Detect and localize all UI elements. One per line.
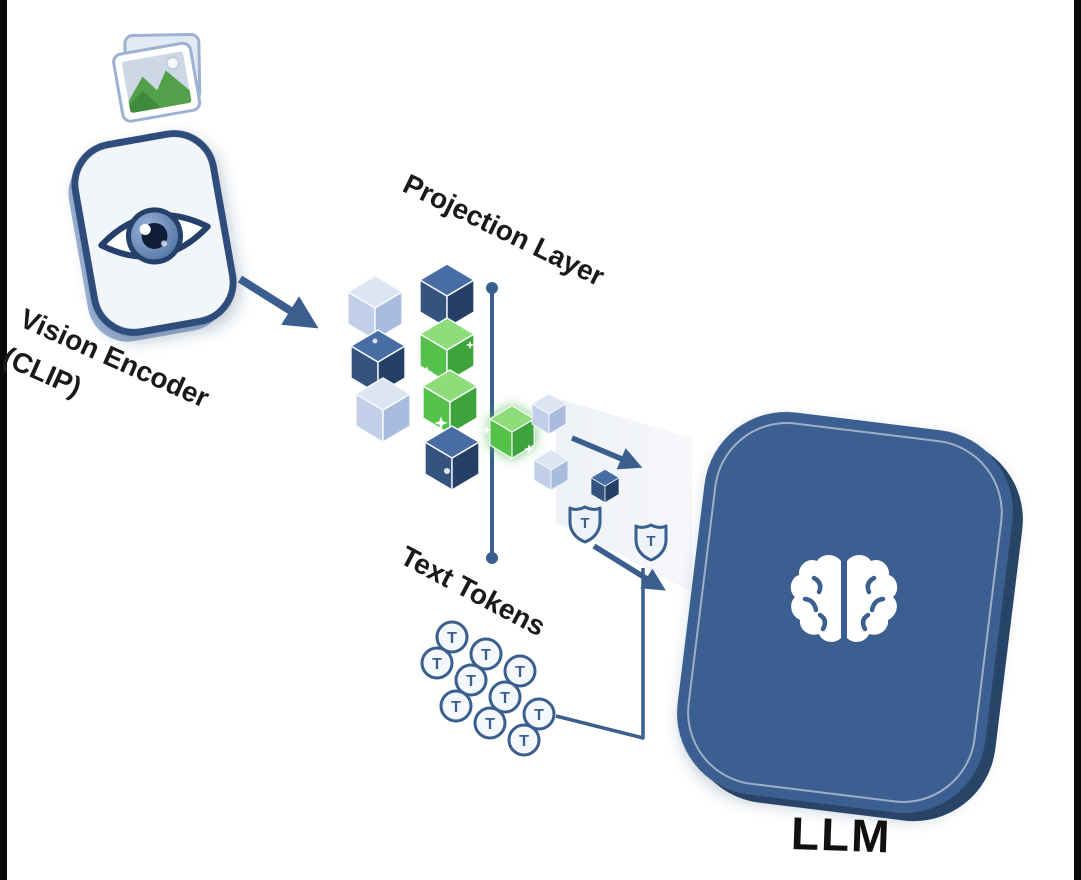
- embedding-cube: [347, 275, 403, 341]
- llm-label: LLM: [790, 806, 893, 863]
- llm-box-face: [677, 411, 1013, 814]
- svg-text:T: T: [485, 716, 495, 733]
- text-token-cluster: T T T T T T T T T T: [420, 620, 556, 757]
- text-token: T: [454, 663, 488, 697]
- photo-sun: [165, 56, 180, 71]
- svg-text:T: T: [534, 707, 544, 724]
- token-letter: T: [646, 533, 655, 550]
- llm-box: [677, 411, 1023, 822]
- token-shield: T: [634, 523, 668, 562]
- projection-to-llm-arrow: [570, 435, 643, 470]
- embedding-cube: [422, 369, 478, 435]
- embedding-cube: [355, 377, 411, 443]
- vision-encoder-box: [68, 130, 237, 342]
- svg-text:T: T: [466, 673, 476, 690]
- left-edge-bar: [0, 0, 7, 880]
- text-token: T: [522, 697, 556, 731]
- eye-icon: [98, 207, 211, 265]
- text-token: T: [473, 706, 507, 740]
- svg-text:T: T: [500, 690, 510, 707]
- token-shield: T: [568, 505, 602, 544]
- embedding-cube: [424, 425, 480, 491]
- projection-line-bottom-dot: [486, 552, 498, 564]
- svg-text:T: T: [432, 656, 442, 673]
- right-edge-bar: [1074, 0, 1081, 880]
- encoder-arrow: [237, 275, 319, 329]
- text-token: T: [469, 637, 503, 671]
- svg-text:T: T: [481, 647, 491, 664]
- projection-line-top-dot: [486, 282, 498, 294]
- tokens-to-llm-arrow: [592, 543, 666, 591]
- embedding-cubes: [347, 263, 480, 491]
- text-token: T: [507, 723, 541, 757]
- text-token: T: [420, 646, 454, 680]
- projected-cube-green: [489, 405, 535, 459]
- text-token: T: [439, 689, 473, 723]
- text-token: T: [488, 680, 522, 714]
- image-icon: [112, 33, 202, 123]
- svg-text:T: T: [519, 733, 529, 750]
- sparkles: [372, 338, 534, 474]
- svg-text:T: T: [451, 699, 461, 716]
- text-token: T: [435, 620, 469, 654]
- text-token: T: [503, 654, 537, 688]
- text-tokens-connector: [555, 568, 645, 740]
- llm-box-inner-line: [687, 422, 1003, 803]
- svg-text:T: T: [515, 664, 525, 681]
- brain-icon: [790, 555, 898, 642]
- svg-text:T: T: [447, 630, 457, 647]
- token-letter: T: [580, 515, 589, 532]
